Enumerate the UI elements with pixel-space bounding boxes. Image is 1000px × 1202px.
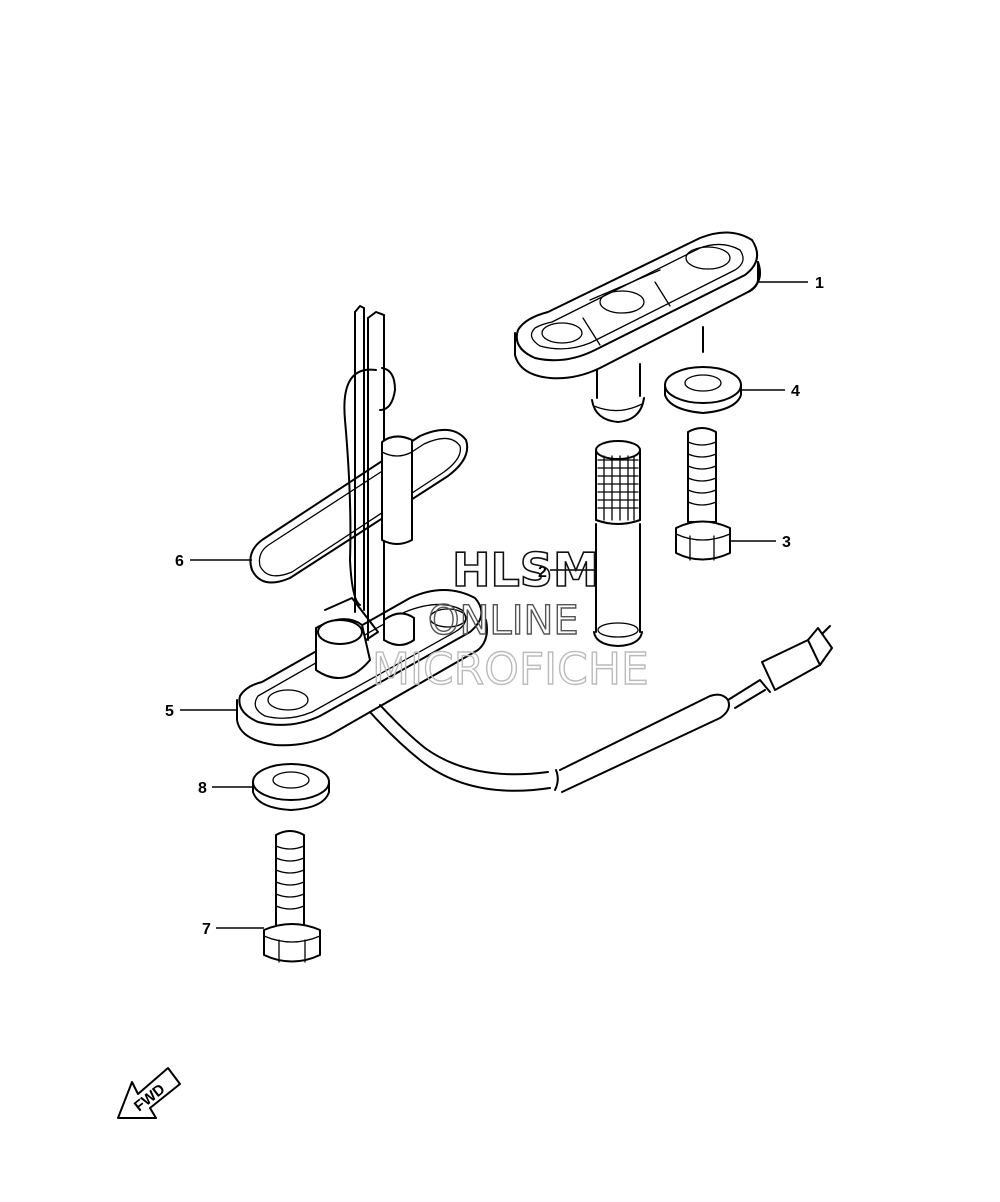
callout-5: 5	[165, 703, 174, 720]
watermark-line1: HLSM	[452, 543, 599, 597]
callout-7: 7	[202, 921, 211, 938]
callout-2: 2	[538, 564, 547, 581]
part-5-sender-unit	[236, 305, 833, 793]
watermark-line3: MICROFICHE	[372, 644, 649, 695]
part-8-washer	[252, 763, 330, 811]
part-7-bolt	[263, 830, 321, 963]
watermark: HLSM ONLINE MICROFICHE	[371, 542, 649, 696]
callout-4: 4	[791, 383, 800, 400]
callout-1: 1	[815, 275, 824, 292]
callouts: 1 4 3 2 6 5 8 7	[165, 275, 824, 938]
part-2-filter	[593, 440, 643, 647]
fwd-direction-arrow: FWD	[117, 1067, 181, 1119]
part-1-upper-plate	[514, 231, 761, 423]
leader-lines	[180, 281, 808, 929]
callout-6: 6	[175, 553, 184, 570]
part-4-washer	[664, 366, 742, 414]
part-3-bolt	[675, 427, 731, 561]
callout-8: 8	[198, 780, 207, 797]
callout-3: 3	[782, 534, 791, 551]
watermark-line2: ONLINE	[428, 598, 579, 644]
part-6-gasket	[249, 429, 469, 584]
